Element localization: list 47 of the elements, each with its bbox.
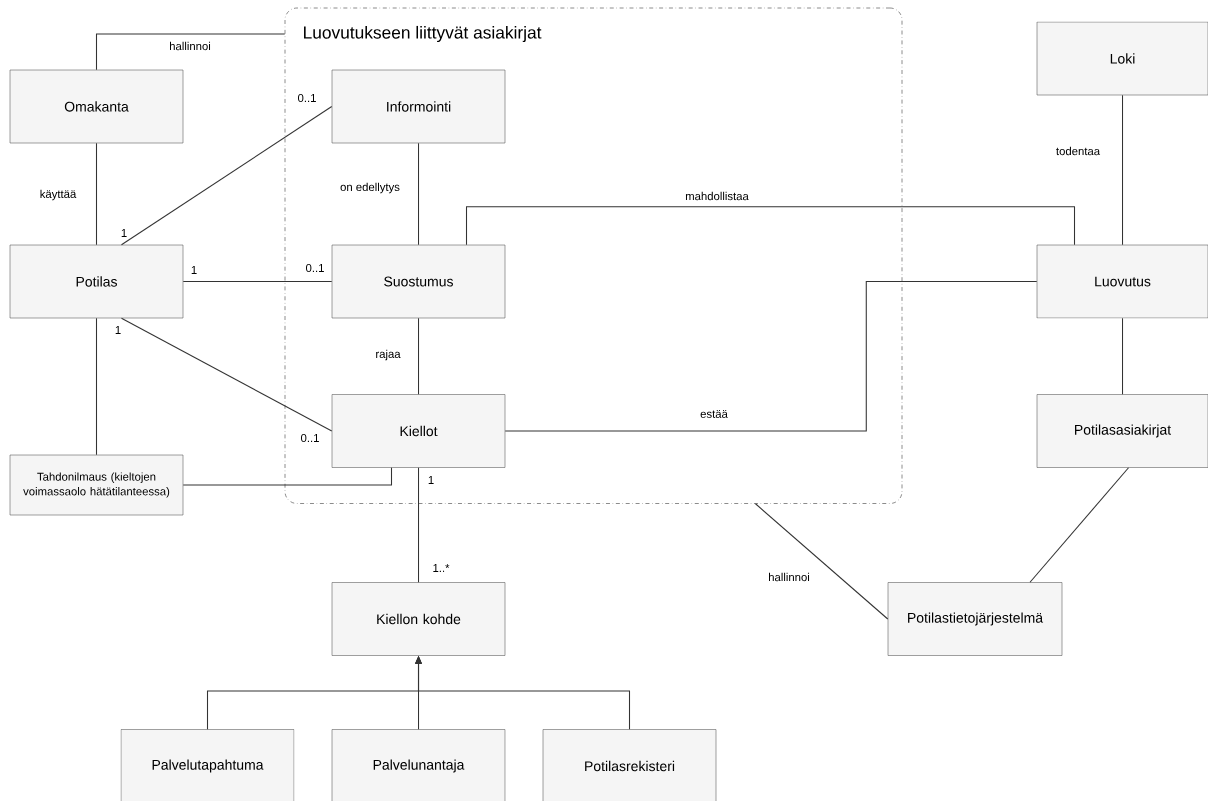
- edge-label: hallinnoi: [766, 571, 812, 583]
- class-box: Suostumus: [331, 244, 506, 319]
- class-box: Loki: [1036, 21, 1208, 96]
- connector-line: [95, 317, 98, 456]
- class-box: Palvelutapahtuma: [120, 729, 295, 801]
- multiplicity-label: 1: [121, 229, 127, 237]
- connector-line: [1121, 94, 1124, 246]
- connector-line: [754, 503, 889, 620]
- connector-line: [95, 142, 98, 246]
- multiplicity-label: 1: [191, 266, 197, 274]
- class-box: Potilasasiakirjat: [1036, 394, 1208, 468]
- connector-line: [1029, 467, 1130, 583]
- multiplicity-label: 0..1: [298, 94, 316, 102]
- class-box: Potilas: [9, 244, 184, 319]
- connector-line: [417, 467, 420, 583]
- class-box: Tahdonilmaus (kieltojen voimassaolo hätätilanteessa): [9, 454, 184, 516]
- connector-line: [417, 142, 420, 246]
- multiplicity-label: 1: [428, 476, 434, 484]
- class-box: Kiellon kohde: [331, 582, 506, 656]
- package-title: Luovutukseen liittyvät asiakirjat: [304, 25, 542, 43]
- multiplicity-label: 0..1: [301, 434, 319, 442]
- connector-line: [465, 206, 1076, 246]
- edge-label: hallinnoi: [167, 40, 213, 52]
- multiplicity-label: 1..*: [433, 564, 450, 572]
- edge-label: käyttää: [38, 188, 78, 202]
- edge-label: mahdollistaa: [683, 190, 751, 202]
- connector-line: [182, 467, 393, 486]
- connector-line: [1121, 317, 1124, 395]
- connector-line: [417, 317, 420, 395]
- class-box: Kiellot: [331, 394, 506, 468]
- class-box: Informointi: [331, 69, 506, 144]
- connector-line: [120, 317, 333, 432]
- class-box: Potilasrekisteri: [542, 729, 717, 801]
- class-box: Palvelunantaja: [331, 729, 506, 801]
- edge-label: on edellytys: [338, 181, 402, 195]
- multiplicity-label: 0..1: [306, 264, 324, 272]
- class-box: Omakanta: [9, 69, 184, 144]
- edge-label: estää: [698, 408, 730, 420]
- edge-label: todentaa: [1054, 145, 1102, 157]
- multiplicity-label: 1: [115, 326, 121, 334]
- class-box: Luovutus: [1036, 244, 1208, 319]
- edge-label: rajaa: [374, 348, 402, 362]
- connector-line: [95, 33, 286, 71]
- connector-line: [504, 280, 1038, 432]
- class-box: Potilastietojärjestelmä: [887, 582, 1063, 656]
- connector-line: [120, 105, 333, 246]
- connector-line: [182, 280, 333, 283]
